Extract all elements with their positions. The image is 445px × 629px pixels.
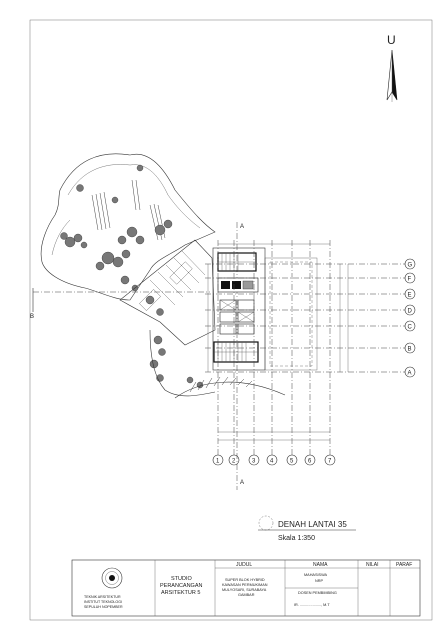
dosen-label: DOSEN PEMBIMBING bbox=[298, 591, 337, 595]
col-nilai: NILAI bbox=[366, 562, 379, 568]
axis-bubble: D bbox=[404, 304, 416, 316]
svg-text:E: E bbox=[408, 293, 412, 299]
axis-bubbles-bottom: 1 2 3 4 5 6 7 bbox=[212, 454, 336, 466]
svg-text:B: B bbox=[408, 347, 412, 353]
section-line-a: A A bbox=[236, 222, 244, 490]
north-arrow: U bbox=[386, 33, 398, 102]
judul-line-1: SUPER BLOK HYBRID bbox=[225, 578, 265, 582]
institution-emblem bbox=[101, 567, 123, 589]
svg-text:1: 1 bbox=[216, 459, 220, 465]
plan-title-block: DENAH LANTAI 35 Skala 1:350 bbox=[258, 515, 356, 542]
axis-bubble: E bbox=[404, 288, 416, 300]
institution-line-2: INSTITUT TEKNOLOGI bbox=[84, 600, 122, 604]
axis-bubble: 7 bbox=[324, 454, 336, 466]
judul-line-4: GAMBAR bbox=[238, 593, 255, 597]
axis-bubble: F bbox=[404, 272, 416, 284]
axis-bubble: 6 bbox=[304, 454, 316, 466]
studio-line-2: PERANCANGAN bbox=[160, 583, 203, 589]
svg-text:A: A bbox=[408, 371, 412, 377]
svg-text:F: F bbox=[408, 277, 412, 283]
plan-title: DENAH LANTAI 35 bbox=[278, 520, 347, 529]
axis-bubble: A bbox=[404, 366, 416, 378]
dosen-name: IR. ...................., M.T bbox=[294, 603, 330, 607]
judul-line-3: MULYOSARI, SURABAYA bbox=[222, 588, 267, 592]
col-paraf: PARAF bbox=[396, 562, 412, 568]
section-label-top: A bbox=[240, 224, 244, 230]
sheet-border bbox=[29, 19, 433, 621]
axis-bubble: B bbox=[404, 342, 416, 354]
parking-wing bbox=[119, 239, 216, 346]
axis-bubble: C bbox=[404, 320, 416, 332]
dimension-lines bbox=[207, 243, 349, 441]
section-line-b: B bbox=[30, 288, 210, 320]
axis-bubble: 4 bbox=[266, 454, 278, 466]
building-plan bbox=[205, 240, 405, 455]
svg-text:C: C bbox=[408, 325, 413, 331]
site-landscape bbox=[40, 153, 216, 389]
nama-line-1: MAHASISWA bbox=[304, 573, 328, 577]
studio-line-3: ARSITEKTUR 5 bbox=[161, 590, 200, 596]
svg-text:G: G bbox=[408, 263, 413, 269]
svg-text:4: 4 bbox=[270, 459, 274, 465]
nama-line-2: NRP bbox=[315, 579, 323, 583]
title-block: TEKNIK ARSITEKTUR INSTITUT TEKNOLOGI SEP… bbox=[71, 559, 421, 617]
podium-slab bbox=[264, 257, 318, 371]
section-label-left: B bbox=[30, 314, 34, 320]
judul-line-2: KAWASAN PERMUKIMAN bbox=[222, 583, 268, 587]
north-label: U bbox=[387, 33, 396, 47]
plan-scale: Skala 1:350 bbox=[278, 535, 315, 542]
svg-text:6: 6 bbox=[308, 459, 312, 465]
svg-text:7: 7 bbox=[328, 459, 332, 465]
institution-line-3: SEPULUH NOPEMBER bbox=[84, 605, 123, 609]
axis-bubble: 2 bbox=[228, 454, 240, 466]
svg-text:2: 2 bbox=[232, 459, 236, 465]
col-judul: JUDUL bbox=[236, 562, 252, 568]
axis-bubble: 5 bbox=[286, 454, 298, 466]
col-nama: NAMA bbox=[313, 562, 328, 568]
svg-text:3: 3 bbox=[252, 459, 256, 465]
axis-bubble: 1 bbox=[212, 454, 224, 466]
studio-line-1: STUDIO bbox=[171, 576, 193, 582]
axis-bubbles-right: G F E D C B A bbox=[404, 258, 416, 378]
lower-landscape bbox=[149, 329, 286, 399]
grid-lines-horizontal bbox=[205, 263, 405, 373]
svg-text:5: 5 bbox=[290, 459, 294, 465]
section-label-bottom: A bbox=[240, 480, 244, 486]
axis-bubble: 3 bbox=[248, 454, 260, 466]
institution-line-1: TEKNIK ARSITEKTUR bbox=[84, 595, 121, 599]
lift-banks bbox=[219, 299, 255, 335]
grid-lines-vertical bbox=[217, 240, 331, 455]
axis-bubble: G bbox=[404, 258, 416, 270]
svg-text:D: D bbox=[408, 309, 413, 315]
